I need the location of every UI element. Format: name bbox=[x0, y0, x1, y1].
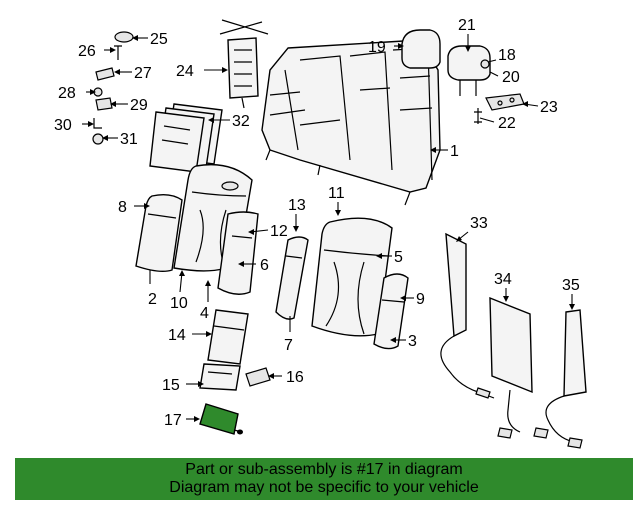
side-bolster-9 bbox=[373, 273, 409, 350]
pad-stack-32 bbox=[149, 103, 223, 173]
callout-25: 25 bbox=[150, 31, 168, 48]
callout-14: 14 bbox=[168, 327, 186, 344]
callout-13: 13 bbox=[288, 197, 306, 214]
hardware-29 bbox=[95, 97, 113, 111]
headrest-19 bbox=[401, 29, 441, 69]
headrest-21 bbox=[447, 45, 491, 96]
callout-12: 12 bbox=[270, 223, 288, 240]
bracket-23 bbox=[485, 93, 525, 111]
banner-line-1: Part or sub-assembly is #17 in diagram bbox=[185, 461, 463, 478]
callout-28: 28 bbox=[58, 85, 76, 102]
callout-18: 18 bbox=[498, 47, 516, 64]
side-bolster-12 bbox=[217, 211, 259, 295]
highlighted-part-17 bbox=[199, 403, 243, 435]
info-banner: Part or sub-assembly is #17 in diagram D… bbox=[15, 458, 633, 500]
hardware-26 bbox=[114, 45, 122, 60]
cushion-base-15 bbox=[199, 363, 241, 391]
latch-assembly-24 bbox=[219, 19, 269, 109]
hardware-27 bbox=[95, 67, 115, 81]
parts-diagram: 1 2 3 4 5 6 7 8 9 10 11 12 13 14 15 16 1… bbox=[54, 17, 587, 449]
callout-3: 3 bbox=[408, 333, 417, 350]
callout-11: 11 bbox=[328, 185, 345, 202]
callout-6: 6 bbox=[260, 257, 269, 274]
callout-31: 31 bbox=[120, 131, 138, 148]
heater-mat-34 bbox=[489, 296, 549, 439]
callout-9: 9 bbox=[416, 291, 425, 308]
cushion-14 bbox=[207, 309, 249, 365]
callout-26: 26 bbox=[78, 43, 96, 60]
hardware-31 bbox=[92, 133, 104, 145]
callout-labels: 1 2 3 4 5 6 7 8 9 10 11 12 13 14 15 16 1… bbox=[54, 17, 580, 429]
backrest-cover-11 bbox=[311, 217, 393, 337]
callout-17: 17 bbox=[164, 412, 182, 429]
callout-20: 20 bbox=[502, 69, 520, 86]
callout-5: 5 bbox=[394, 249, 403, 266]
callout-27: 27 bbox=[134, 65, 152, 82]
callout-4: 4 bbox=[200, 305, 209, 322]
callout-21: 21 bbox=[458, 17, 476, 34]
clip-16 bbox=[245, 367, 271, 387]
callout-16: 16 bbox=[286, 369, 304, 386]
callout-29: 29 bbox=[130, 97, 148, 114]
callout-35: 35 bbox=[562, 277, 580, 294]
armrest-13 bbox=[275, 236, 309, 320]
callout-1: 1 bbox=[450, 143, 459, 160]
callout-8: 8 bbox=[118, 199, 127, 216]
heater-mat-35 bbox=[545, 309, 587, 449]
callout-7: 7 bbox=[284, 337, 293, 354]
leader-lines bbox=[82, 34, 575, 422]
callout-19: 19 bbox=[368, 39, 386, 56]
heater-mat-33 bbox=[440, 232, 495, 399]
guide-22 bbox=[474, 108, 482, 124]
callout-34: 34 bbox=[494, 271, 512, 288]
callout-22: 22 bbox=[498, 115, 516, 132]
callout-24: 24 bbox=[176, 63, 194, 80]
callout-10: 10 bbox=[170, 295, 188, 312]
side-bolster-8 bbox=[135, 193, 183, 273]
callout-2: 2 bbox=[148, 291, 157, 308]
banner-line-2: Diagram may not be specific to your vehi… bbox=[169, 479, 479, 496]
callout-23: 23 bbox=[540, 99, 558, 116]
callout-32: 32 bbox=[232, 113, 250, 130]
hardware-25 bbox=[114, 31, 134, 43]
callout-30: 30 bbox=[54, 117, 72, 134]
callout-33: 33 bbox=[470, 215, 488, 232]
hardware-30 bbox=[93, 118, 102, 129]
callout-15: 15 bbox=[162, 377, 180, 394]
